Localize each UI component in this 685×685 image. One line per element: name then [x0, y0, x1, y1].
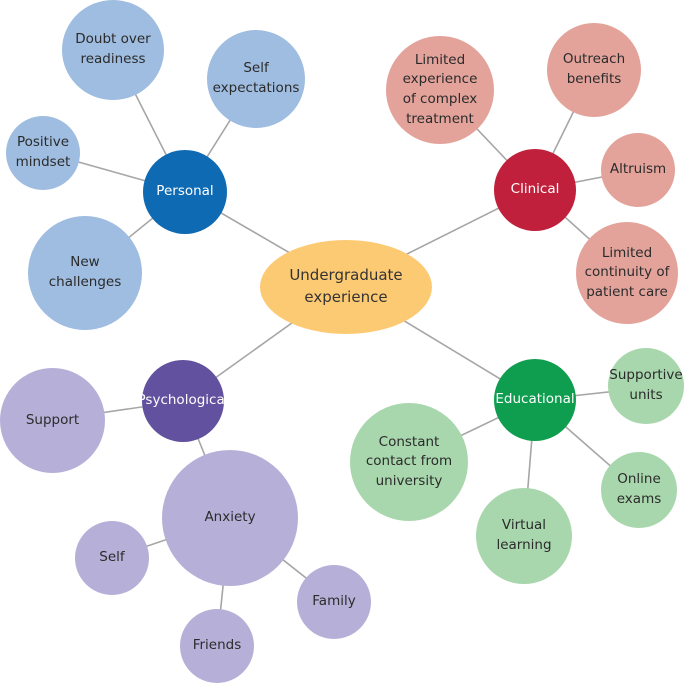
- hub-clinical: Clinical: [494, 149, 576, 231]
- node-anxiety-friends: Friends: [180, 609, 254, 683]
- node-altruism-label: Altruism: [609, 161, 667, 178]
- node-new-challenges-label: New challenges: [48, 254, 122, 290]
- node-virtual-learning: Virtual learning: [476, 488, 572, 584]
- node-positive-mindset-label: Positive mindset: [15, 134, 71, 170]
- center-node-undergraduate-experience: Undergraduate experience: [260, 240, 432, 334]
- node-anxiety-friends-label: Friends: [192, 637, 242, 654]
- hub-psychological-label: Psychological: [137, 392, 229, 409]
- node-anxiety-self-label: Self: [99, 549, 125, 566]
- node-supportive-units: Supportive units: [608, 348, 684, 424]
- node-limited-continuity-patient-care: Limited continuity of patient care: [576, 222, 678, 324]
- node-outreach-benefits-label: Outreach benefits: [562, 51, 626, 87]
- node-support: Support: [0, 368, 105, 473]
- hub-educational: Educational: [494, 359, 576, 441]
- node-limited-continuity-label: Limited continuity of patient care: [584, 244, 670, 300]
- node-support-label: Support: [25, 411, 80, 428]
- node-altruism: Altruism: [601, 133, 675, 207]
- node-limited-experience-complex-treatment: Limited experience of complex treatment: [386, 36, 494, 144]
- node-anxiety-label: Anxiety: [204, 509, 256, 525]
- node-supportive-units-label: Supportive units: [609, 367, 683, 403]
- node-doubt-over-readiness-label: Doubt over readiness: [75, 31, 151, 67]
- node-outreach-benefits: Outreach benefits: [547, 23, 641, 117]
- node-constant-contact-label: Constant contact from university: [365, 433, 453, 489]
- node-new-challenges: New challenges: [28, 216, 142, 330]
- node-virtual-learning-label: Virtual learning: [496, 517, 552, 553]
- node-limited-experience-label: Limited experience of complex treatment: [402, 51, 478, 127]
- node-online-exams-label: Online exams: [616, 471, 662, 507]
- node-self-expectations-label: Self expectations: [212, 60, 300, 96]
- center-node-label: Undergraduate experience: [289, 266, 403, 306]
- hub-personal: Personal: [143, 150, 227, 234]
- node-anxiety-self: Self: [75, 521, 149, 595]
- hub-educational-label: Educational: [495, 391, 575, 408]
- hub-clinical-label: Clinical: [510, 181, 560, 198]
- node-online-exams: Online exams: [601, 452, 677, 528]
- node-anxiety: Anxiety: [162, 450, 298, 586]
- node-self-expectations: Self expectations: [207, 30, 305, 128]
- node-anxiety-family-label: Family: [312, 593, 356, 610]
- node-positive-mindset: Positive mindset: [6, 116, 80, 190]
- node-doubt-over-readiness: Doubt over readiness: [62, 0, 164, 100]
- node-constant-contact-from-university: Constant contact from university: [350, 403, 468, 521]
- node-anxiety-family: Family: [297, 565, 371, 639]
- hub-psychological: Psychological: [138, 360, 228, 442]
- hub-personal-label: Personal: [156, 183, 214, 200]
